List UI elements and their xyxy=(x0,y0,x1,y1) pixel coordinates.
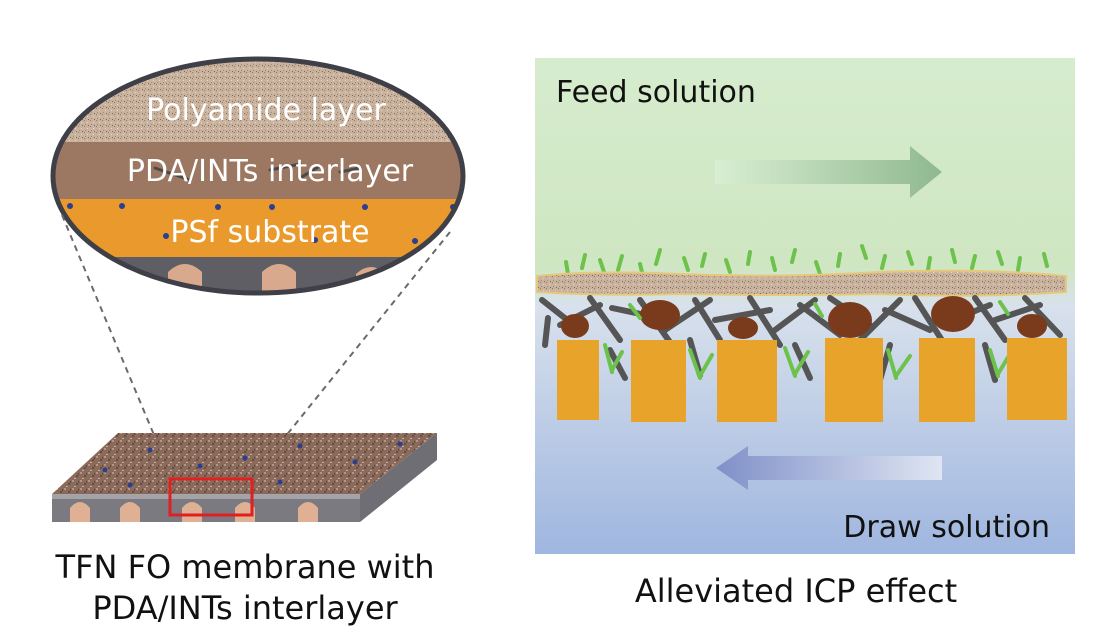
right-caption: Alleviated ICP effect xyxy=(635,572,957,610)
zoom-lines xyxy=(61,214,451,479)
feed-solution-label: Feed solution xyxy=(556,75,756,110)
substrate-label: PSf substrate xyxy=(170,215,369,250)
support-blocks xyxy=(557,338,1067,422)
slab-right-side xyxy=(360,433,437,522)
zoom-ellipse: Polyamide layer PDA/INTs interlayer PSf … xyxy=(50,56,466,296)
nanotubes xyxy=(153,162,362,182)
membrane-slab xyxy=(52,433,437,522)
polyamide-label: Polyamide layer xyxy=(146,93,386,128)
left-caption-line2: PDA/INTs interlayer xyxy=(92,589,398,627)
slab-dots xyxy=(102,441,403,488)
ellipse-border xyxy=(50,56,466,296)
interlayer-band xyxy=(53,142,463,199)
pda-blobs xyxy=(561,296,1047,339)
slab-front-edge xyxy=(52,494,360,499)
highlight-box xyxy=(168,477,254,517)
polyamide-layer xyxy=(536,269,1067,297)
pore xyxy=(168,264,202,293)
pore xyxy=(262,264,296,293)
draw-flux-arrow xyxy=(716,446,942,490)
green-marks-top xyxy=(564,244,1049,278)
icp-panel: Feed solution xyxy=(535,58,1075,554)
slab-pores xyxy=(70,502,318,522)
left-caption-line1: TFN FO membrane with xyxy=(55,548,435,586)
interlayer-label: PDA/INTs interlayer xyxy=(127,154,414,189)
draw-solution-label: Draw solution xyxy=(843,510,1050,545)
water-flux-arrow xyxy=(715,146,942,198)
